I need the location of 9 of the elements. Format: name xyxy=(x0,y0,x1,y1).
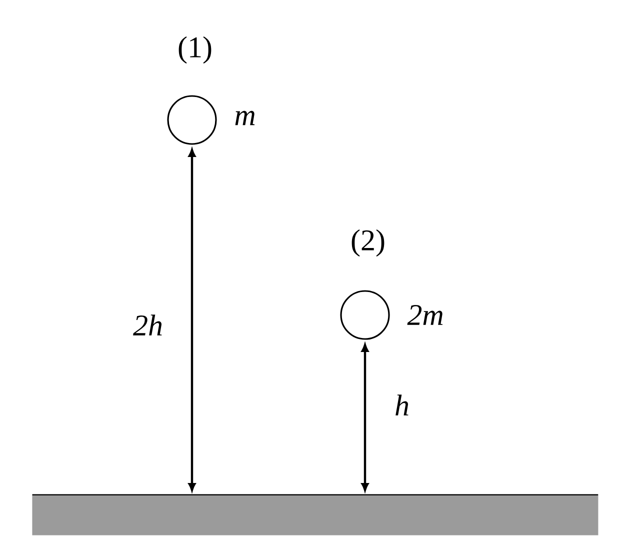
ball-label: (1) xyxy=(178,36,212,64)
ground xyxy=(32,494,598,536)
mass-label: 2m xyxy=(407,305,443,325)
ball xyxy=(340,290,390,340)
ball-label: (2) xyxy=(352,229,384,257)
ball xyxy=(167,95,217,145)
height-label: 2h xyxy=(133,314,162,336)
height-label: h xyxy=(396,394,408,416)
mass-label: m xyxy=(235,110,255,126)
